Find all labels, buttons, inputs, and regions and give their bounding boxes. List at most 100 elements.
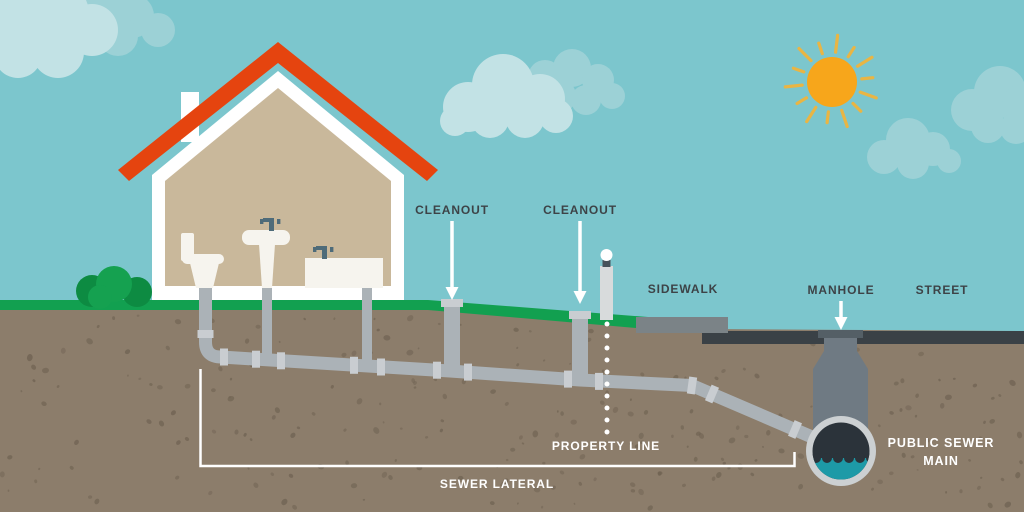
sun-ray bbox=[783, 83, 804, 89]
dirt-speckle bbox=[893, 381, 899, 386]
dirt-speckle bbox=[290, 432, 296, 438]
cloud-icon bbox=[0, 0, 118, 78]
dirt-speckle bbox=[136, 314, 140, 317]
public-sewer-main-icon bbox=[806, 416, 876, 486]
dirt-speckle bbox=[442, 393, 448, 400]
dirt-speckle bbox=[1004, 501, 1012, 508]
dirt-speckle bbox=[517, 502, 519, 505]
dirt-speckle bbox=[744, 434, 749, 439]
dirt-speckle bbox=[554, 432, 560, 438]
dirt-speckle bbox=[227, 395, 235, 402]
cleanout-label-property: CLEANOUT bbox=[543, 203, 617, 217]
dirt-speckle bbox=[388, 475, 393, 480]
dirt-speckle bbox=[413, 386, 417, 389]
dirt-speckle bbox=[797, 453, 805, 459]
lamp-globe bbox=[600, 249, 613, 261]
dirt-speckle bbox=[504, 401, 509, 406]
dirt-speckles bbox=[0, 314, 1023, 511]
cleanout-cap bbox=[569, 311, 591, 319]
dirt-speckle bbox=[728, 437, 736, 444]
dirt-speckle bbox=[638, 488, 644, 496]
dirt-speckle bbox=[518, 435, 523, 440]
dirt-speckle bbox=[255, 324, 261, 329]
dirt-speckle bbox=[394, 459, 397, 462]
dirt-speckle bbox=[630, 482, 636, 488]
dirt-speckle bbox=[311, 412, 316, 416]
dirt-speckle bbox=[271, 415, 276, 420]
dirt-speckle bbox=[959, 489, 963, 494]
sun-ray bbox=[840, 108, 849, 129]
dirt-speckle bbox=[411, 378, 416, 383]
dirt-speckle bbox=[722, 461, 726, 465]
coupling bbox=[433, 361, 441, 379]
dirt-speckle bbox=[889, 471, 894, 476]
dirt-speckle bbox=[689, 409, 694, 414]
dirt-speckle bbox=[938, 378, 941, 382]
dirt-speckle bbox=[373, 317, 376, 321]
dirt-speckle bbox=[74, 439, 79, 446]
dirt-speckle bbox=[542, 359, 546, 362]
dirt-speckle bbox=[540, 505, 544, 509]
grass bbox=[0, 300, 648, 329]
dirt-speckle bbox=[647, 505, 653, 511]
property-line-dot bbox=[604, 369, 610, 375]
sun-rays bbox=[783, 33, 878, 129]
lateral-pipe-run bbox=[199, 288, 815, 443]
dirt-speckle bbox=[208, 490, 213, 496]
dirt-speckle bbox=[383, 335, 391, 341]
sun-ray bbox=[858, 90, 878, 100]
lamp-cap bbox=[602, 260, 611, 267]
dirt-speckle bbox=[351, 350, 357, 357]
sink-icon bbox=[242, 230, 290, 288]
dirt-speckle bbox=[1019, 460, 1023, 465]
sun-ray bbox=[825, 110, 831, 125]
dirt-speckle bbox=[634, 444, 641, 449]
dirt-speckle bbox=[124, 349, 131, 355]
coupling bbox=[564, 370, 572, 388]
dirt-speckle bbox=[925, 438, 930, 443]
dirt-speckle bbox=[7, 455, 13, 460]
arrow-head bbox=[573, 291, 587, 304]
dirt-speckle bbox=[958, 443, 962, 448]
dirt-speckle bbox=[916, 469, 919, 471]
dirt-speckle bbox=[379, 402, 382, 406]
dirt-speckle bbox=[211, 429, 217, 434]
dirt-speckle bbox=[521, 442, 525, 445]
dirt-speckle bbox=[798, 483, 804, 490]
dirt-speckle bbox=[560, 411, 564, 416]
cloud-icon bbox=[440, 54, 573, 138]
dirt-speckle bbox=[905, 405, 912, 411]
dirt-speckle bbox=[407, 315, 414, 322]
dirt-speckle bbox=[253, 482, 259, 488]
dirt-speckle bbox=[998, 394, 1002, 397]
sewer-lateral-label: SEWER LATERAL bbox=[440, 477, 554, 491]
sun-ray bbox=[797, 46, 813, 63]
dirt-speckle bbox=[158, 420, 165, 427]
dirt-speckle bbox=[157, 385, 163, 390]
dirt-speckle bbox=[292, 504, 298, 510]
lamp-pole bbox=[600, 266, 613, 320]
dirt-speckle bbox=[440, 419, 445, 423]
cleanout-riser-icon bbox=[572, 315, 588, 382]
sun-ray bbox=[833, 33, 840, 54]
dirt-speckle bbox=[296, 426, 301, 430]
cloud-icon bbox=[951, 66, 1024, 144]
dirt-speckle bbox=[170, 410, 176, 416]
dirt-speckle bbox=[34, 479, 38, 484]
dirt-speckle bbox=[417, 347, 420, 350]
coupling bbox=[220, 348, 228, 366]
bush-puff bbox=[88, 285, 112, 309]
dirt-speckle bbox=[754, 373, 760, 379]
dirt-speckle bbox=[588, 328, 594, 334]
property-line-dot bbox=[604, 393, 610, 399]
dirt-speckle bbox=[601, 369, 605, 373]
dirt-speckle bbox=[714, 376, 719, 381]
dirt-speckle bbox=[889, 411, 894, 415]
pipe-couplings bbox=[197, 299, 803, 439]
dirt-speckle bbox=[532, 430, 539, 438]
dirt-speckle bbox=[516, 346, 519, 349]
dirt-speckle bbox=[978, 436, 983, 440]
dirt-speckle bbox=[627, 411, 634, 417]
dirt-speckle bbox=[381, 471, 388, 478]
